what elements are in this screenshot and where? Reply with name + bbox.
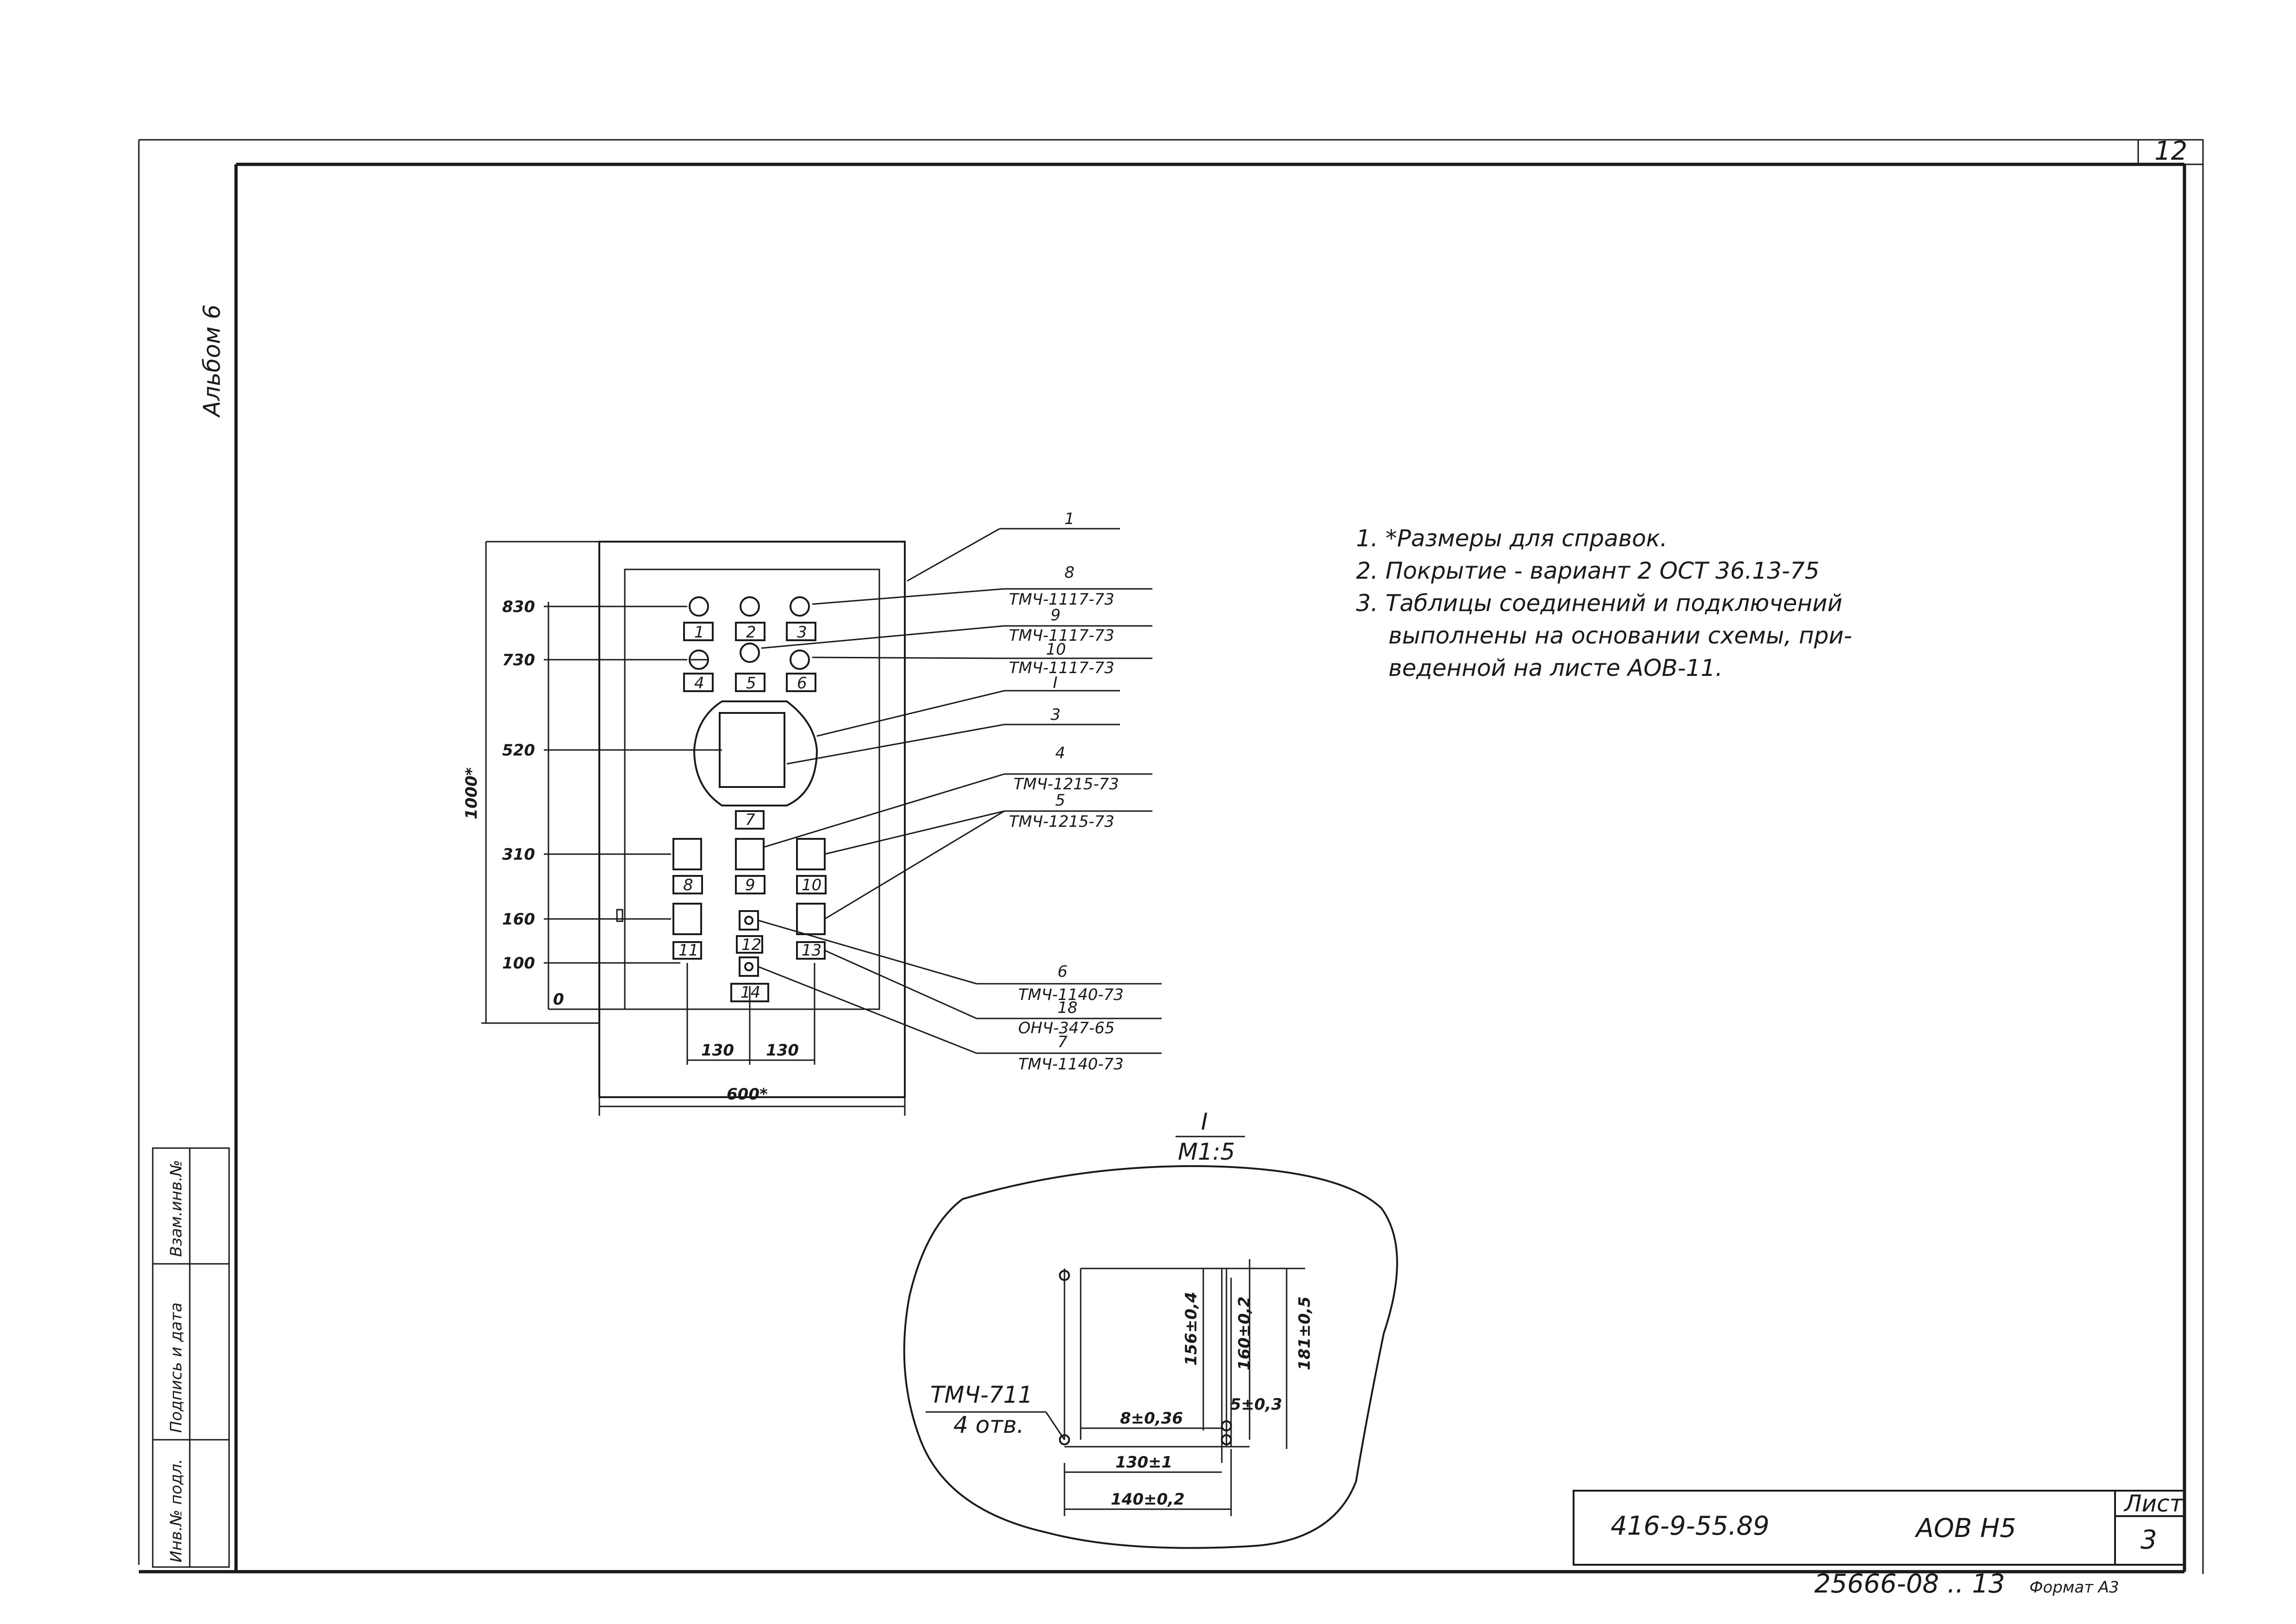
level-mark: 830 [502, 598, 535, 616]
detail-scale: М1:5 [1178, 1138, 1235, 1165]
detail-dim: 181±0,5 [1295, 1296, 1314, 1370]
detail-title: I [1201, 1108, 1208, 1135]
bottom-dim: 130 [766, 1041, 799, 1060]
note-line: веденной на листе АОВ-11. [1388, 655, 1723, 681]
side-stamp-sign: Подпись и дата [167, 1302, 186, 1433]
cell-label: 8 [683, 876, 693, 894]
cell-label: 5 [746, 674, 756, 693]
callout-pos: 7 [1058, 1033, 1068, 1051]
level-mark: 730 [502, 651, 535, 669]
side-stamp-inv: Инв.№ подл. [167, 1459, 186, 1562]
sheet-number: 3 [2140, 1525, 2157, 1555]
sheet-format: Формат А3 [2029, 1578, 2119, 1597]
cell-label: 12 [741, 936, 761, 954]
level-mark: 160 [502, 910, 535, 929]
callout-code: ТМЧ-1140-73 [1018, 986, 1124, 1004]
cell-label: 2 [746, 623, 756, 642]
detail-dim: 160±0,2 [1235, 1296, 1254, 1370]
bottom-dim: 130 [701, 1041, 734, 1060]
title-block [1573, 1490, 2185, 1566]
cell-label: 9 [745, 876, 755, 894]
note-line: 2. Покрытие - вариант 2 ОСТ 36.13-75 [1356, 557, 1819, 584]
cell-label: 13 [802, 941, 821, 960]
callout-pos: 6 [1058, 962, 1068, 981]
callout-pos: 10 [1046, 640, 1066, 659]
callout-pos: 5 [1055, 791, 1065, 810]
sheet-frame [138, 139, 2204, 1574]
level-mark: 0 [553, 990, 564, 1009]
cell-label: 3 [797, 623, 807, 642]
cell-label: 11 [678, 941, 698, 960]
cell-label: 1 [694, 623, 704, 642]
cell-label: 6 [797, 674, 807, 693]
corner-sheet-number: 12 [2154, 136, 2187, 166]
callout-pos: 9 [1051, 606, 1061, 625]
note-line: 3. Таблицы соединений и подключений [1356, 590, 1842, 617]
callout-pos: 18 [1058, 999, 1077, 1017]
callout-pos: I [1053, 674, 1058, 692]
detail-dim: 8±0,36 [1120, 1409, 1183, 1428]
detail-dim: 156±0,4 [1182, 1292, 1201, 1366]
callout-code: ТМЧ-1215-73 [1014, 775, 1119, 793]
cell-label: 14 [740, 983, 760, 1002]
callout-code: ТМЧ-1140-73 [1018, 1055, 1124, 1074]
overall-width: 600* [727, 1085, 768, 1104]
callout-code: ОНЧ-347-65 [1018, 1019, 1114, 1037]
detail-dim: 140±0,2 [1111, 1490, 1185, 1509]
cell-label: 10 [802, 876, 821, 894]
doc-number: 416-9-55.89 [1611, 1511, 1769, 1541]
callout-code: ТМЧ-1117-73 [1009, 590, 1114, 609]
level-mark: 310 [502, 845, 535, 864]
detail-view [903, 1165, 1398, 1549]
detail-dim: 5±0,3 [1230, 1395, 1282, 1414]
callout-code: ТМЧ-1117-73 [1009, 626, 1114, 645]
archive-number: 25666-08 .. 13 [1814, 1569, 2005, 1599]
side-stamp [152, 1147, 230, 1568]
note-line: 1. *Размеры для справок. [1356, 525, 1668, 552]
doc-code: АОВ Н5 [1915, 1513, 2016, 1543]
callout-pos: 4 [1055, 744, 1065, 762]
callout-code: ТМЧ-1117-73 [1009, 659, 1114, 677]
level-mark: 520 [502, 741, 535, 760]
callout-pos: 3 [1051, 706, 1061, 724]
sheet-label: Лист [2123, 1490, 2184, 1517]
note-line: выполнены на основании схемы, при- [1388, 622, 1852, 649]
detail-hole-count: 4 отв. [953, 1412, 1024, 1438]
overall-height: 1000* [462, 767, 481, 819]
detail-dim: 130±1 [1115, 1453, 1172, 1472]
cabinet-front-view [481, 541, 906, 1116]
cell-label: 7 [745, 811, 755, 829]
album-label: Альбом 6 [199, 305, 225, 418]
cell-label: 4 [694, 674, 704, 693]
level-mark: 100 [502, 954, 535, 973]
callout-leaders [690, 528, 1162, 1054]
callout-code: ТМЧ-1215-73 [1009, 812, 1114, 831]
side-stamp-replace: Взам.инв.№ [167, 1160, 186, 1257]
detail-hole-note: ТМЧ-711 [930, 1381, 1033, 1408]
callout-pos: 8 [1064, 563, 1075, 582]
callout-pos: 1 [1064, 510, 1075, 528]
